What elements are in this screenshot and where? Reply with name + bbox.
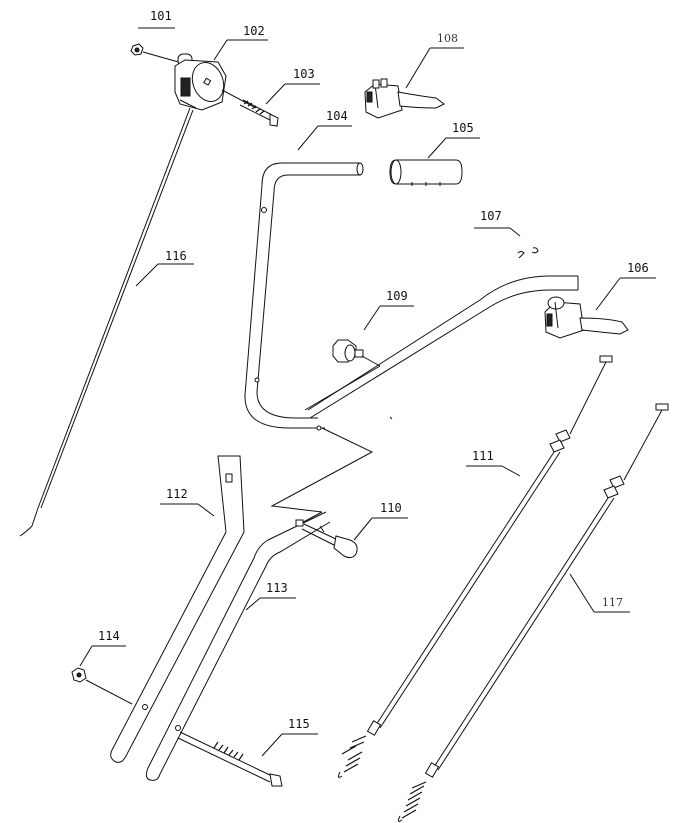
part-105-grip xyxy=(389,159,463,186)
part-113-lower-tube xyxy=(145,511,331,781)
part-104-right-bar xyxy=(304,275,579,431)
part-114-nut xyxy=(71,667,133,705)
leader-108 xyxy=(405,47,431,89)
label-117: 117 xyxy=(602,596,623,609)
label-116: 116 xyxy=(165,249,187,263)
part-104-upper-handle xyxy=(244,162,364,429)
label-106: 106 xyxy=(627,261,649,275)
label-113: 113 xyxy=(266,581,288,595)
part-101-nut xyxy=(130,43,183,64)
part-117-control-cable xyxy=(397,403,669,822)
label-103: 103 xyxy=(293,67,315,81)
label-105: 105 xyxy=(452,121,474,135)
part-108-lever xyxy=(364,78,445,119)
leader-106 xyxy=(595,277,621,311)
leader-114 xyxy=(79,645,93,667)
part-115-bolt xyxy=(177,731,283,787)
part-111-control-cable xyxy=(337,355,613,778)
leader-117 xyxy=(569,573,595,613)
label-109: 109 xyxy=(386,289,408,303)
label-108: 108 xyxy=(437,32,458,45)
leader-115 xyxy=(261,733,283,757)
leader-103 xyxy=(265,83,286,105)
leader-113 xyxy=(245,597,261,611)
part-106-lever xyxy=(544,296,629,339)
part-107-pin xyxy=(517,247,539,259)
part-110-bolt xyxy=(301,523,358,559)
part-102-cable-housing xyxy=(174,53,227,111)
leader-116 xyxy=(135,263,159,287)
label-111: 111 xyxy=(472,449,494,463)
leader-104 xyxy=(297,125,319,151)
leader-110 xyxy=(353,517,373,541)
label-101: 101 xyxy=(150,9,172,23)
part-109-knob xyxy=(332,339,381,367)
label-102: 102 xyxy=(243,24,265,38)
part-116-cable xyxy=(19,107,194,537)
label-110: 110 xyxy=(380,501,402,515)
leader-112 xyxy=(197,503,215,517)
leader-105 xyxy=(427,137,447,159)
label-114: 114 xyxy=(98,629,120,643)
label-107: 107 xyxy=(480,209,502,223)
part-112-lower-tube xyxy=(110,455,245,763)
leader-109 xyxy=(363,305,381,331)
assembly-break-lines xyxy=(270,427,374,527)
part-103-bolt xyxy=(221,89,279,127)
leader-102 xyxy=(213,39,228,61)
leader-107 xyxy=(509,227,521,237)
label-112: 112 xyxy=(166,487,188,501)
label-115: 115 xyxy=(288,717,310,731)
leader-111 xyxy=(501,465,521,477)
label-104: 104 xyxy=(326,109,348,123)
